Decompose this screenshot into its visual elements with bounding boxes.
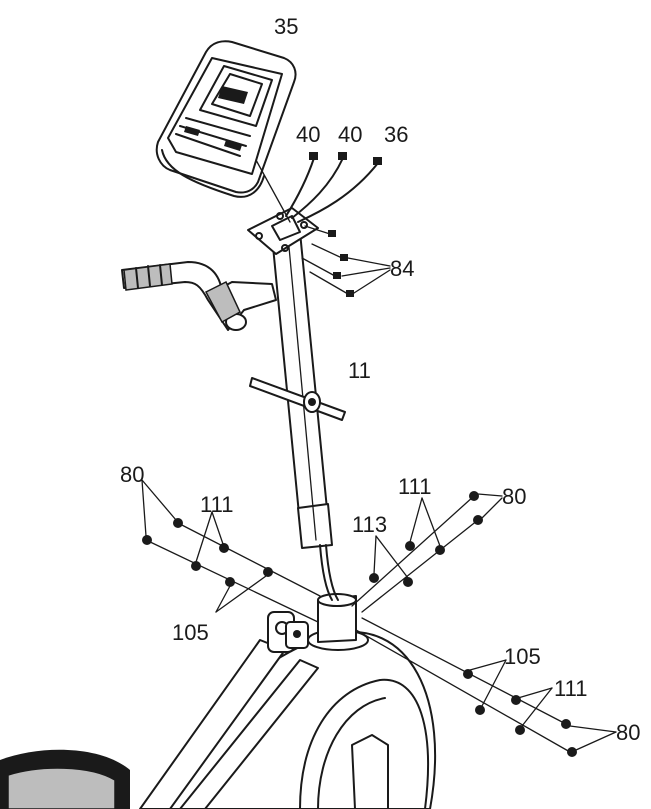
label-cable-right: 36 (384, 122, 408, 147)
label-console: 35 (274, 14, 298, 39)
console (155, 40, 297, 223)
label-bolts-top: 84 (390, 256, 414, 281)
label-bolt-lower-end: 80 (616, 720, 640, 745)
label-mast: 11 (348, 358, 371, 383)
label-bolt-left-end: 80 (120, 462, 144, 487)
label-cable-center: 113 (352, 512, 387, 537)
label-plate-left: 105 (172, 620, 209, 645)
base-frame (0, 593, 437, 809)
bolts-top (301, 225, 391, 297)
label-cable-mid: 40 (338, 122, 362, 147)
cross-shaft (249, 377, 346, 421)
cables-top (285, 152, 382, 223)
lower-right-bolt-set (355, 617, 617, 757)
label-plate-right: 105 (504, 644, 541, 669)
label-bolt-right-end: 80 (502, 484, 526, 509)
mast-tube (247, 207, 339, 601)
handlebar (121, 261, 277, 331)
label-cable-left: 40 (296, 122, 320, 147)
label-washer-lower: 111 (554, 676, 587, 701)
label-washer-right: 111 (398, 474, 431, 499)
left-bolt-set (141, 479, 321, 623)
part-labels: 35 40 40 36 84 11 80 111 113 111 80 105 … (120, 14, 640, 745)
label-washer-left: 111 (200, 492, 233, 517)
right-bolt-set (351, 491, 503, 613)
